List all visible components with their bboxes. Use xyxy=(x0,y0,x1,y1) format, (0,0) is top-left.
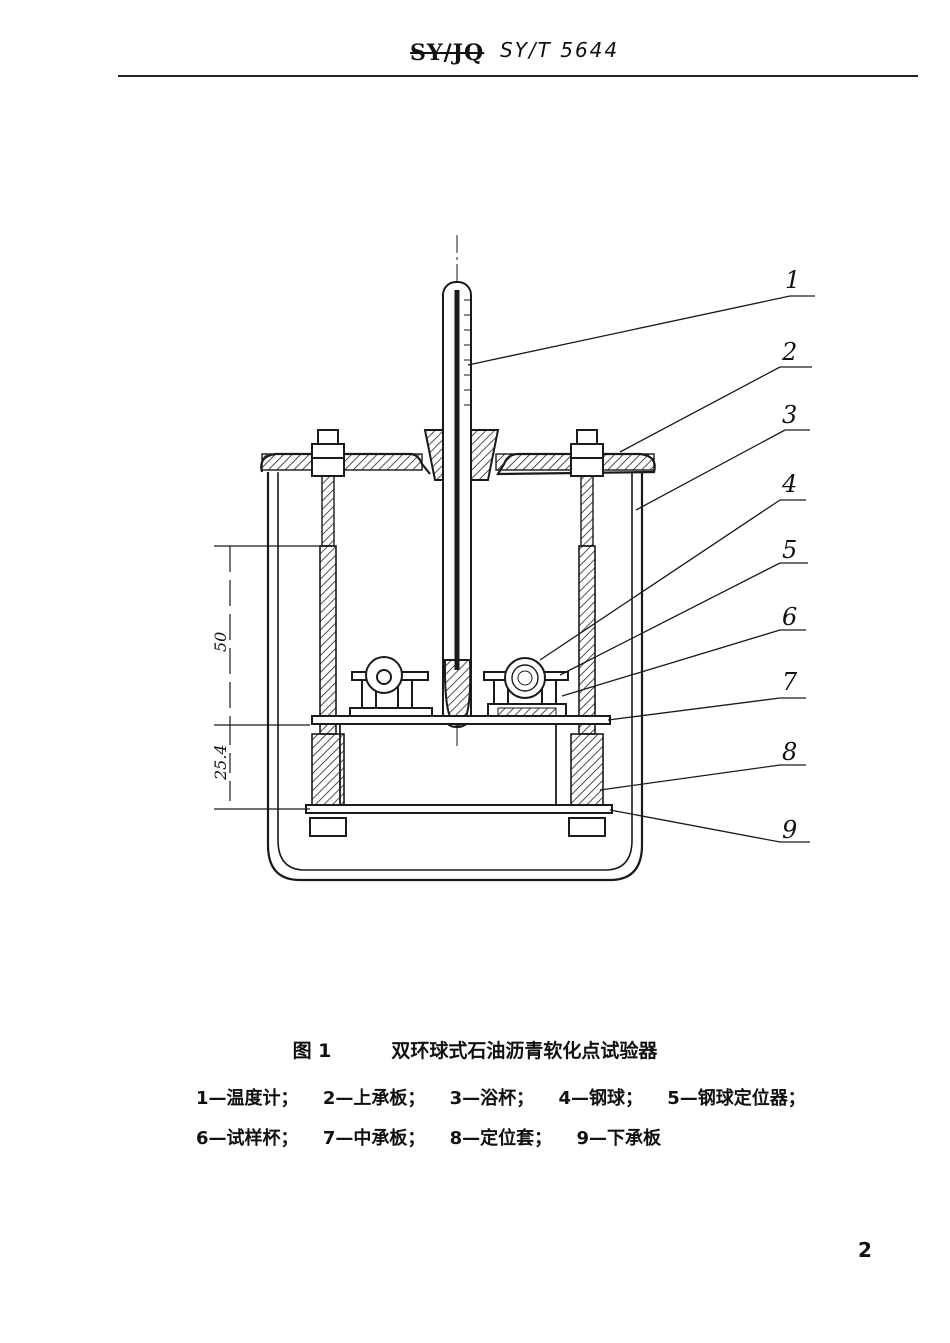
callout-3: 3 xyxy=(782,401,797,429)
leader-5 xyxy=(559,562,781,676)
callout-4: 4 xyxy=(781,470,797,498)
lower-plate xyxy=(305,804,613,814)
right-ball-assembly xyxy=(483,657,569,717)
legend-item: 8—定位套； xyxy=(449,1128,553,1149)
leader-6 xyxy=(561,629,781,697)
dimension-25-4: 25.4 xyxy=(211,744,230,781)
legend-item: 5—钢球定位器； xyxy=(667,1088,806,1109)
callout-1: 1 xyxy=(785,266,800,294)
legend-item: 9—下承板 xyxy=(576,1128,661,1149)
leader-8 xyxy=(599,764,781,791)
left-ball-assembly xyxy=(349,656,433,717)
apparatus-drawing: 1 2 3 4 5 6 7 8 9 50 25.4 xyxy=(0,220,950,960)
leader-4 xyxy=(539,499,781,661)
callout-5: 5 xyxy=(782,536,797,564)
leader-9 xyxy=(609,809,781,843)
beaker-outer xyxy=(266,465,644,882)
middle-plate xyxy=(311,715,611,725)
leader-1 xyxy=(467,295,791,366)
legend-item: 3—浴杯； xyxy=(449,1088,535,1109)
leader-2 xyxy=(619,366,781,453)
apparatus-svg: 1 2 3 4 5 6 7 8 9 50 25.4 xyxy=(211,235,815,882)
leader-7 xyxy=(607,697,781,721)
left-rod-assembly xyxy=(309,429,347,837)
figure-number: 图 1 xyxy=(292,1040,332,1062)
legend-line-1: 1—温度计； 2—上承板； 3—浴杯； 4—钢球； 5—钢球定位器； xyxy=(196,1084,916,1110)
figure-title: 双环球式石油沥青软化点试验器 xyxy=(391,1040,658,1062)
legend-line-2: 6—试样杯； 7—中承板； 8—定位套； 9—下承板 xyxy=(196,1124,916,1150)
header-rule xyxy=(118,75,918,77)
legend-item: 7—中承板； xyxy=(322,1128,426,1149)
page-header: SY/JQ SY/T 5644 xyxy=(0,34,950,84)
page-number: 2 xyxy=(858,1238,872,1262)
figure-caption: 图 1 双环球式石油沥青软化点试验器 xyxy=(0,1036,950,1063)
legend-item: 2—上承板； xyxy=(322,1088,426,1109)
standard-code: SY/T 5644 xyxy=(500,38,620,62)
callout-9: 9 xyxy=(782,816,797,844)
legend-item: 6—试样杯； xyxy=(196,1128,299,1149)
callout-8: 8 xyxy=(782,738,797,766)
dimension-50: 50 xyxy=(211,632,230,652)
beaker-inner xyxy=(277,470,633,871)
struck-standard-code: SY/JQ xyxy=(410,40,485,66)
legend-item: 4—钢球； xyxy=(558,1088,643,1109)
callout-6: 6 xyxy=(782,603,797,631)
callout-2: 2 xyxy=(781,338,797,366)
right-rod-assembly xyxy=(568,429,606,837)
legend-item: 1—温度计； xyxy=(196,1088,299,1109)
leader-3 xyxy=(635,429,786,511)
callout-7: 7 xyxy=(782,668,798,696)
